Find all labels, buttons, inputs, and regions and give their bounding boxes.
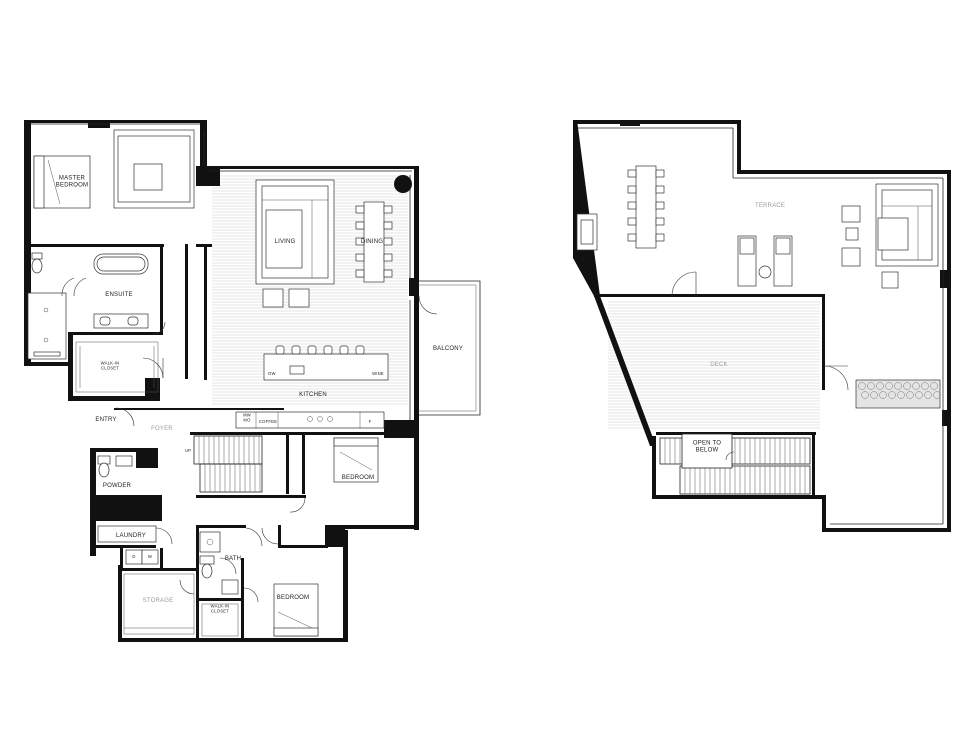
- balcony-outline: [419, 280, 481, 416]
- living-sofa: [255, 179, 335, 285]
- bathtub: [93, 253, 149, 275]
- label-dw: DW: [268, 371, 275, 376]
- terrace-sectional-sofa: [875, 183, 939, 267]
- main-floor-doors: [61, 277, 438, 603]
- label-washer: W: [148, 554, 152, 559]
- main-floor-interior-walls: [24, 244, 400, 642]
- upper-floor-interior-walls: [594, 294, 825, 496]
- laundry-machines: [125, 549, 159, 565]
- label-dryer: D: [132, 554, 135, 559]
- structural-column: [394, 175, 412, 193]
- label-bedroom-2: BEDROOM: [277, 595, 309, 601]
- ensuite-vanity: [93, 313, 149, 329]
- living-armchairs: [262, 288, 310, 308]
- label-living: LIVING: [275, 239, 296, 245]
- label-wine: WINE: [372, 371, 384, 376]
- label-roof-terrace: TERRACE: [755, 203, 785, 209]
- storage-shelving: [123, 573, 195, 635]
- terrace-dining-table: [627, 165, 665, 249]
- label-kitchen: KITCHEN: [299, 392, 327, 398]
- label-coffee: COFFEE: [259, 419, 277, 424]
- upper-floor-glazing: [578, 127, 944, 525]
- label-bedroom-1: BEDROOM: [342, 475, 374, 481]
- walk-in-closet-2-shelving: [201, 603, 239, 637]
- outdoor-fireplace: [576, 213, 598, 251]
- main-floor-glazing: [31, 123, 412, 420]
- main-floor-exterior-walls: [24, 120, 419, 642]
- bedroom-2-bed: [273, 583, 319, 637]
- powder-fixtures: [97, 455, 133, 478]
- planter: [855, 379, 941, 409]
- label-fridge: F: [369, 419, 372, 424]
- upper-floor-exterior-walls: [573, 120, 951, 532]
- master-bed: [33, 155, 91, 209]
- label-dining: DINING: [361, 239, 383, 245]
- dining-table: [355, 201, 393, 283]
- label-bath: BATH: [225, 556, 241, 562]
- kitchen-island: [263, 345, 389, 381]
- label-laundry: LAUNDRY: [116, 533, 146, 539]
- terrace-lounge-chairs: [841, 205, 899, 289]
- label-storage: STORAGE: [143, 598, 174, 604]
- main-stair: [193, 435, 263, 493]
- label-balcony: BALCONY: [433, 346, 463, 352]
- shower: [27, 292, 67, 360]
- laundry-counter: [97, 525, 157, 543]
- label-entry: ENTRY: [95, 417, 116, 423]
- bath-fixtures: [199, 531, 239, 595]
- label-deck: DECK: [710, 362, 727, 368]
- deck-floor-hatch: [608, 301, 820, 429]
- ensuite-toilet: [31, 252, 43, 274]
- kitchen-back-counter: [235, 411, 385, 429]
- bedroom-1-bed: [333, 437, 379, 483]
- label-powder: POWDER: [103, 483, 132, 489]
- label-ensuite: ENSUITE: [105, 292, 132, 298]
- open-to-below-box: [681, 433, 733, 469]
- label-up: UP: [185, 448, 191, 453]
- master-sofa: [113, 129, 195, 209]
- label-foyer: FOYER: [151, 426, 173, 432]
- sun-loungers: [737, 235, 793, 287]
- upper-floor-doors: [671, 271, 849, 461]
- walk-in-closet-1-shelving: [75, 341, 159, 393]
